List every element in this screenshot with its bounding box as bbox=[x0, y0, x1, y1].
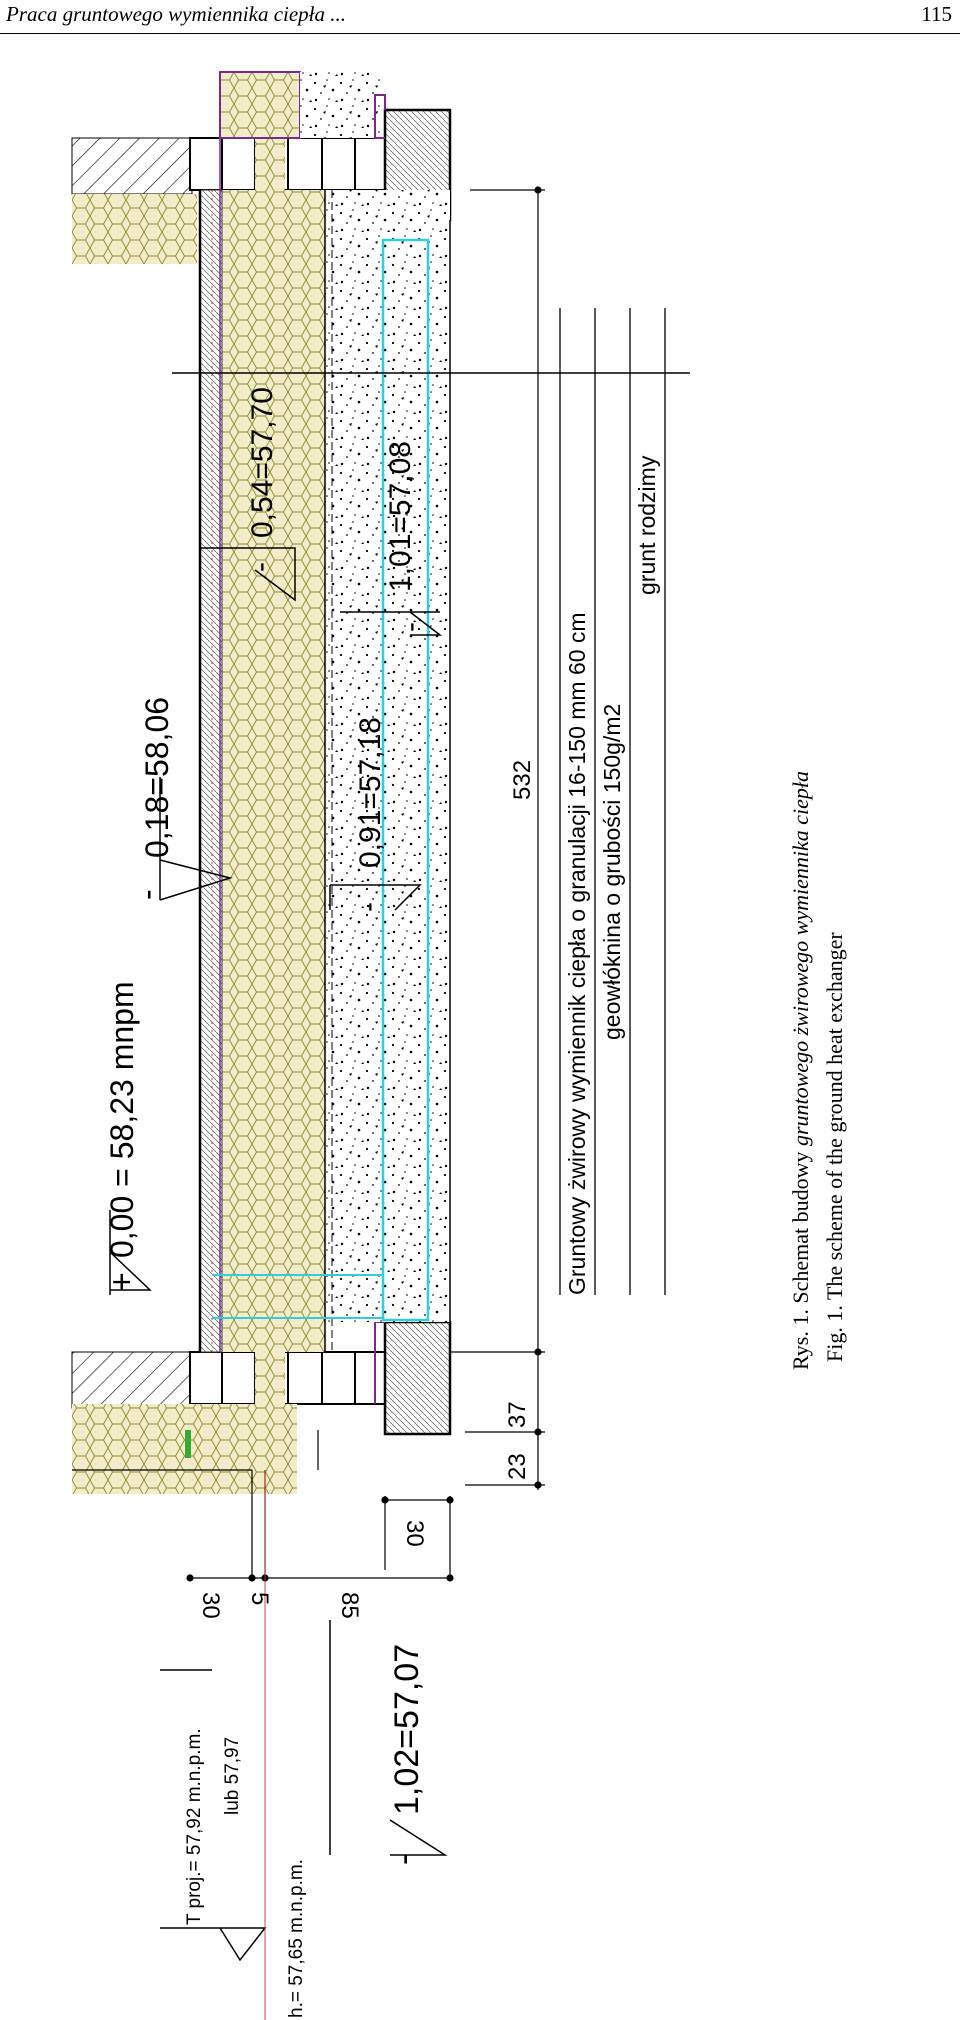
soil-bottom bbox=[72, 1404, 297, 1494]
running-title: Praca gruntowego wymiennika ciepła ... bbox=[6, 2, 347, 26]
label-minus-091: - bbox=[352, 902, 385, 912]
distribution-pipe bbox=[381, 238, 430, 1322]
label-minus-101: - bbox=[394, 622, 427, 632]
label-t-proj-alt: lub 57,97 bbox=[222, 1737, 243, 1815]
wall-top bbox=[219, 71, 301, 139]
label-level-091: 0,91=57,18 bbox=[354, 717, 387, 868]
gravel-exchanger bbox=[220, 190, 325, 1352]
dim-vertical-block bbox=[381, 1496, 454, 1575]
level-marker-tproj bbox=[160, 1669, 267, 1962]
dim-30-block: 30 bbox=[401, 1520, 428, 1547]
label-minus-054: - bbox=[244, 562, 277, 572]
ground-hatch-bottom bbox=[71, 1351, 193, 1409]
dim-85: 85 bbox=[336, 1592, 363, 1619]
native-soil bbox=[325, 190, 450, 1322]
caption-pl-italic: gruntowego żwirowego wymiennika ciepła bbox=[788, 771, 813, 1146]
label-level-101: 1,01=57,08 bbox=[384, 441, 417, 592]
page-number: 115 bbox=[921, 2, 952, 26]
level-marker-091 bbox=[329, 884, 422, 911]
label-minus-018: - bbox=[129, 889, 165, 900]
dim-37: 37 bbox=[504, 1401, 531, 1428]
dim-5: 5 bbox=[246, 1592, 273, 1605]
level-marker-102 bbox=[329, 1620, 448, 1856]
label-minus-102: - bbox=[385, 1854, 423, 1865]
concrete-block-bottom bbox=[383, 1320, 452, 1436]
level-marker-018 bbox=[159, 777, 233, 901]
label-level-018: 0,18=58,06 bbox=[139, 697, 175, 858]
level-marker-zero bbox=[109, 1210, 152, 1295]
legend-item-1: Gruntowy żwirowy wymiennik ciepła o gran… bbox=[564, 612, 590, 1295]
legend-item-2: geowłóknina o grubości 150g/m2 bbox=[599, 704, 625, 1040]
label-level-054: 0,54=57,70 bbox=[246, 387, 279, 538]
dim-23: 23 bbox=[504, 1453, 531, 1480]
label-plus-sign: + bbox=[103, 1272, 141, 1292]
dim-length-532 bbox=[450, 186, 545, 1490]
header-rule bbox=[0, 33, 960, 34]
label-t-ist: h.= 57,65 m.n.p.m. bbox=[286, 1859, 307, 2018]
dim-30: 30 bbox=[197, 1592, 224, 1619]
geotextile-strip bbox=[199, 189, 223, 1353]
label-t-proj: T proj.= 57,92 m.n.p.m. bbox=[184, 1728, 205, 1925]
level-marker-101 bbox=[340, 611, 443, 636]
caption-pl-prefix: Rys. 1. Schemat budowy bbox=[788, 1146, 813, 1370]
legend-lines bbox=[559, 308, 666, 1295]
dim-532: 532 bbox=[509, 760, 536, 800]
caption-en: Fig. 1. The scheme of the ground heat ex… bbox=[822, 932, 847, 1362]
soil-top bbox=[72, 194, 197, 264]
caption-pl: Rys. 1. Schemat budowy gruntowego żwirow… bbox=[788, 771, 813, 1370]
dim-horizontal-bottom bbox=[72, 1430, 454, 2020]
ground-hatch-top bbox=[71, 137, 193, 195]
label-level-zero: 0,00 = 58,23 mnpm bbox=[104, 981, 140, 1258]
label-level-102: 1,02=57,07 bbox=[388, 1644, 426, 1815]
level-marker-054 bbox=[199, 547, 296, 602]
legend-item-3: grunt rodzimy bbox=[634, 455, 660, 595]
